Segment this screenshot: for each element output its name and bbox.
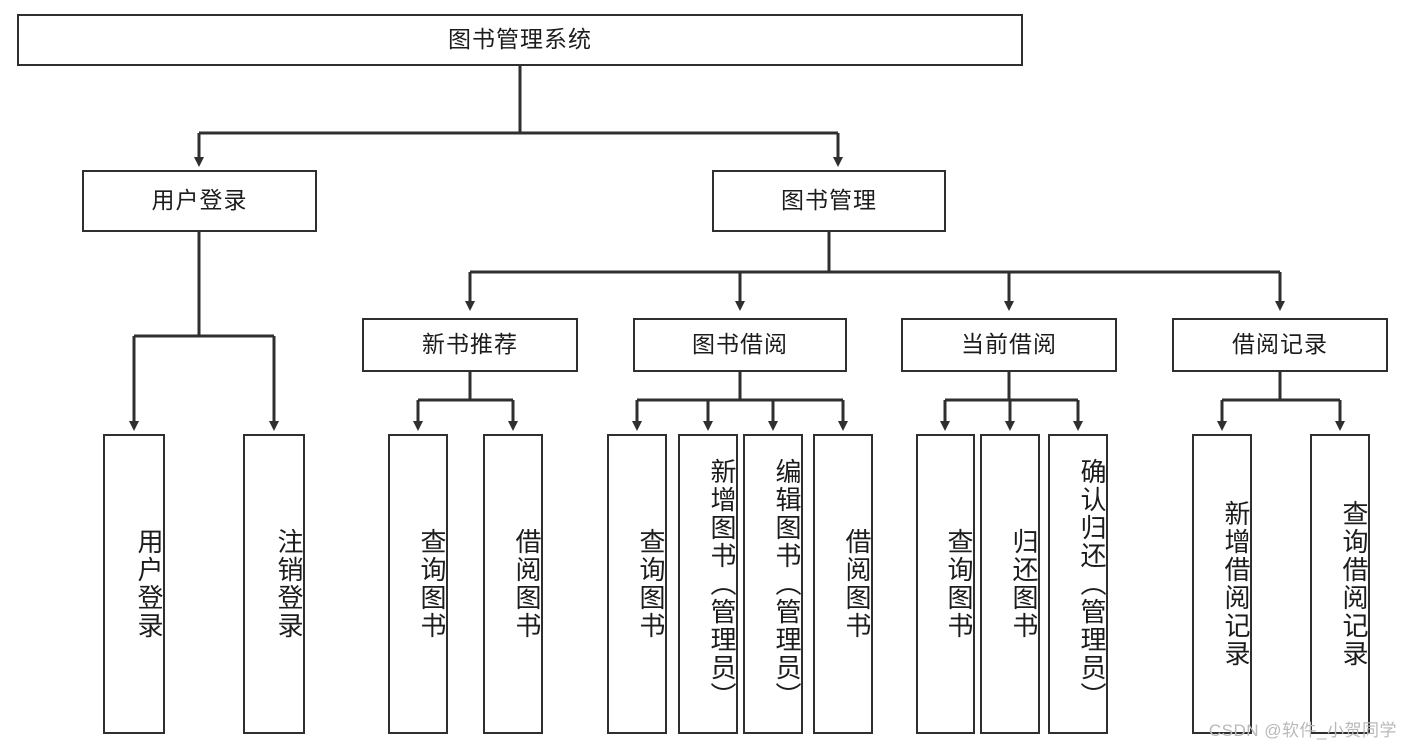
leaf-query-book-borrow[interactable]: 查询图书 bbox=[607, 434, 667, 734]
node-label: 当前借阅 bbox=[961, 331, 1057, 358]
leaf-add-borrow-record[interactable]: 新增借阅记录 bbox=[1192, 434, 1252, 734]
node-label: 图书管理 bbox=[781, 187, 877, 214]
node-book-management[interactable]: 图书管理 bbox=[712, 170, 946, 232]
node-label: 新增借阅记录 bbox=[1221, 500, 1251, 668]
leaf-return-book[interactable]: 归还图书 bbox=[980, 434, 1040, 734]
node-label: 图书管理系统 bbox=[448, 26, 592, 53]
node-label: 确认归还（管理员） bbox=[1077, 458, 1107, 710]
leaf-query-book-current[interactable]: 查询图书 bbox=[916, 434, 975, 734]
node-label: 查询借阅记录 bbox=[1339, 500, 1369, 668]
node-label: 借阅图书 bbox=[842, 528, 872, 640]
node-label: 新增图书（管理员） bbox=[707, 458, 737, 710]
node-root-system[interactable]: 图书管理系统 bbox=[17, 14, 1023, 66]
node-book-borrow[interactable]: 图书借阅 bbox=[633, 318, 847, 372]
node-label: 借阅记录 bbox=[1232, 331, 1328, 358]
leaf-add-book-admin[interactable]: 新增图书（管理员） bbox=[678, 434, 738, 734]
node-label: 借阅图书 bbox=[512, 528, 542, 640]
leaf-query-borrow-record[interactable]: 查询借阅记录 bbox=[1310, 434, 1370, 734]
node-label: 图书借阅 bbox=[692, 331, 788, 358]
node-label: 归还图书 bbox=[1009, 528, 1039, 640]
node-label: 查询图书 bbox=[417, 528, 447, 640]
node-label: 新书推荐 bbox=[422, 331, 518, 358]
node-label: 查询图书 bbox=[636, 528, 666, 640]
watermark-text: CSDN @软件_小贺同学 bbox=[1208, 721, 1397, 740]
node-label: 编辑图书（管理员） bbox=[772, 458, 802, 710]
node-label: 用户登录 bbox=[151, 187, 248, 214]
node-label: 注销登录 bbox=[274, 528, 304, 640]
node-user-login[interactable]: 用户登录 bbox=[82, 170, 317, 232]
leaf-query-book-recommend[interactable]: 查询图书 bbox=[388, 434, 448, 734]
node-new-book-recommend[interactable]: 新书推荐 bbox=[362, 318, 578, 372]
leaf-confirm-return-admin[interactable]: 确认归还（管理员） bbox=[1048, 434, 1108, 734]
node-label: 查询图书 bbox=[944, 528, 974, 640]
node-current-borrow[interactable]: 当前借阅 bbox=[901, 318, 1117, 372]
leaf-edit-book-admin[interactable]: 编辑图书（管理员） bbox=[743, 434, 803, 734]
node-label: 用户登录 bbox=[134, 528, 164, 640]
leaf-borrow-book-recommend[interactable]: 借阅图书 bbox=[483, 434, 543, 734]
leaf-logout-login[interactable]: 注销登录 bbox=[243, 434, 305, 734]
node-borrow-records[interactable]: 借阅记录 bbox=[1172, 318, 1388, 372]
leaf-user-login[interactable]: 用户登录 bbox=[103, 434, 165, 734]
leaf-borrow-book[interactable]: 借阅图书 bbox=[813, 434, 873, 734]
